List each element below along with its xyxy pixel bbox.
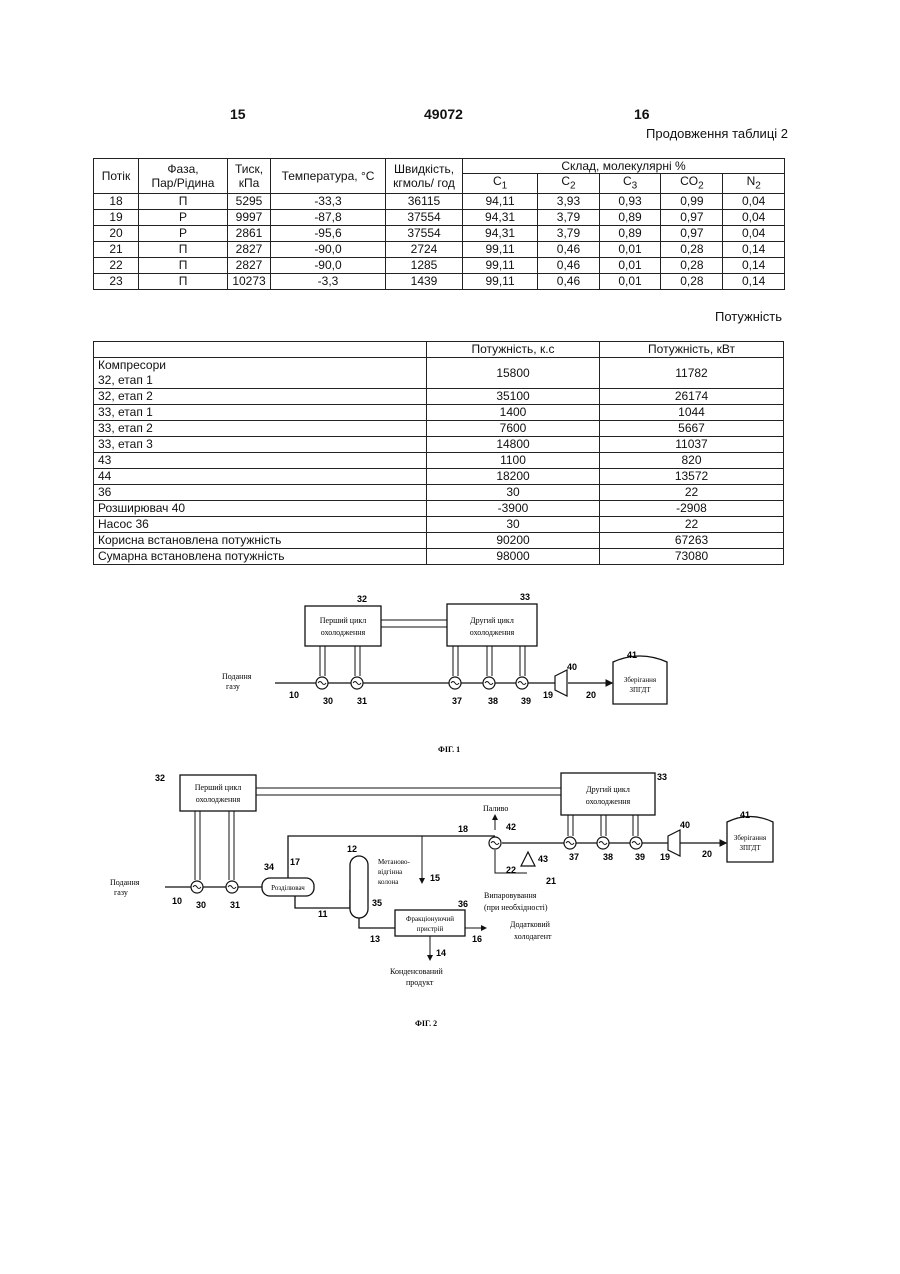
svg-text:40: 40 xyxy=(567,662,577,672)
svg-text:18: 18 xyxy=(458,824,468,834)
fig1-storage-tank: Зберігання ЗПГДТ xyxy=(613,656,667,704)
svg-text:Зберігання: Зберігання xyxy=(624,676,657,684)
svg-text:Конденсований: Конденсований xyxy=(390,967,443,976)
svg-text:Зберігання: Зберігання xyxy=(734,834,767,842)
heat-exchanger-icon xyxy=(191,881,203,893)
fig1-first-cooling-cycle-box: Перший цикл охолодження xyxy=(305,606,381,646)
fig2-first-cooling-cycle-box: Перший цикл охолодження xyxy=(180,775,256,811)
svg-text:38: 38 xyxy=(603,852,613,862)
svg-text:Перший цикл: Перший цикл xyxy=(320,616,367,625)
svg-text:10: 10 xyxy=(172,896,182,906)
svg-text:39: 39 xyxy=(521,696,531,706)
fig1-label-33: 33 xyxy=(520,592,530,602)
fig2-feed-label: Подання xyxy=(110,878,140,887)
svg-text:21: 21 xyxy=(546,876,556,886)
svg-text:охолодження: охолодження xyxy=(196,795,241,804)
heat-exchanger-icon xyxy=(449,677,461,689)
fig1-feed-label: Подання xyxy=(222,672,252,681)
svg-text:31: 31 xyxy=(230,900,240,910)
svg-text:Фракціонуючий: Фракціонуючий xyxy=(406,915,454,923)
svg-text:42: 42 xyxy=(506,822,516,832)
svg-text:охолодження: охолодження xyxy=(470,628,515,637)
fig1-second-cooling-cycle-box: Другий цикл охолодження xyxy=(447,604,537,646)
svg-text:13: 13 xyxy=(370,934,380,944)
svg-text:10: 10 xyxy=(289,690,299,700)
svg-text:холодагент: холодагент xyxy=(514,932,552,941)
svg-text:колона: колона xyxy=(378,878,399,886)
svg-text:19: 19 xyxy=(543,690,553,700)
svg-text:ЗПГДТ: ЗПГДТ xyxy=(739,844,761,852)
heat-exchanger-icon xyxy=(483,677,495,689)
svg-text:39: 39 xyxy=(635,852,645,862)
svg-text:Розділювач: Розділювач xyxy=(271,884,305,892)
svg-text:охолодження: охолодження xyxy=(586,797,631,806)
heat-exchanger-icon xyxy=(316,677,328,689)
svg-text:37: 37 xyxy=(452,696,462,706)
svg-text:газу: газу xyxy=(226,682,240,691)
svg-text:14: 14 xyxy=(436,948,446,958)
svg-text:22: 22 xyxy=(506,865,516,875)
fig2-separator: Розділювач xyxy=(262,878,314,896)
expander-icon xyxy=(555,670,567,696)
svg-text:20: 20 xyxy=(702,849,712,859)
heat-exchanger-icon xyxy=(564,837,576,849)
heat-exchanger-icon xyxy=(597,837,609,849)
fig2-storage-tank: Зберігання ЗПГДТ xyxy=(727,817,773,863)
fig1-label-32: 32 xyxy=(357,594,367,604)
svg-text:43: 43 xyxy=(538,854,548,864)
svg-text:ЗПГДТ: ЗПГДТ xyxy=(629,686,651,694)
fig2-demethanizer-column xyxy=(350,856,368,918)
svg-text:11: 11 xyxy=(318,909,328,919)
svg-text:37: 37 xyxy=(569,852,579,862)
figure-2-caption: ФІГ. 2 xyxy=(415,1019,437,1028)
heat-exchanger-icon xyxy=(489,837,501,849)
svg-text:38: 38 xyxy=(488,696,498,706)
svg-text:Паливо: Паливо xyxy=(483,804,508,813)
svg-text:34: 34 xyxy=(264,862,274,872)
svg-text:продукт: продукт xyxy=(406,978,434,987)
svg-text:Випаровування: Випаровування xyxy=(484,891,537,900)
heat-exchanger-icon xyxy=(351,677,363,689)
svg-text:(при необхідності): (при необхідності) xyxy=(484,903,548,912)
heat-exchanger-icon xyxy=(226,881,238,893)
svg-text:охолодження: охолодження xyxy=(321,628,366,637)
svg-text:Перший цикл: Перший цикл xyxy=(195,783,242,792)
svg-text:33: 33 xyxy=(657,772,667,782)
svg-text:17: 17 xyxy=(290,857,300,867)
svg-text:32: 32 xyxy=(155,773,165,783)
svg-text:Додатковий: Додатковий xyxy=(510,920,551,929)
fig2-fractionator: Фракціонуючий пристрій xyxy=(395,910,465,936)
svg-text:16: 16 xyxy=(472,934,482,944)
svg-text:15: 15 xyxy=(430,873,440,883)
svg-text:пристрій: пристрій xyxy=(417,925,444,933)
svg-text:41: 41 xyxy=(627,650,637,660)
svg-text:Другий цикл: Другий цикл xyxy=(470,616,514,625)
svg-text:газу: газу xyxy=(114,888,128,897)
figure-1-caption: ФІГ. 1 xyxy=(438,745,460,754)
heat-exchanger-icon xyxy=(630,837,642,849)
svg-text:Метаново-: Метаново- xyxy=(378,858,410,866)
svg-text:35: 35 xyxy=(372,898,382,908)
svg-text:Другий цикл: Другий цикл xyxy=(586,785,630,794)
svg-text:36: 36 xyxy=(458,899,468,909)
svg-text:30: 30 xyxy=(323,696,333,706)
svg-text:31: 31 xyxy=(357,696,367,706)
compressor-icon xyxy=(521,852,535,866)
svg-text:19: 19 xyxy=(660,852,670,862)
svg-text:40: 40 xyxy=(680,820,690,830)
fig2-second-cooling-cycle-box: Другий цикл охолодження xyxy=(561,773,655,815)
svg-text:41: 41 xyxy=(740,810,750,820)
svg-text:30: 30 xyxy=(196,900,206,910)
svg-text:відгінна: відгінна xyxy=(378,868,403,876)
heat-exchanger-icon xyxy=(516,677,528,689)
svg-text:20: 20 xyxy=(586,690,596,700)
svg-text:12: 12 xyxy=(347,844,357,854)
